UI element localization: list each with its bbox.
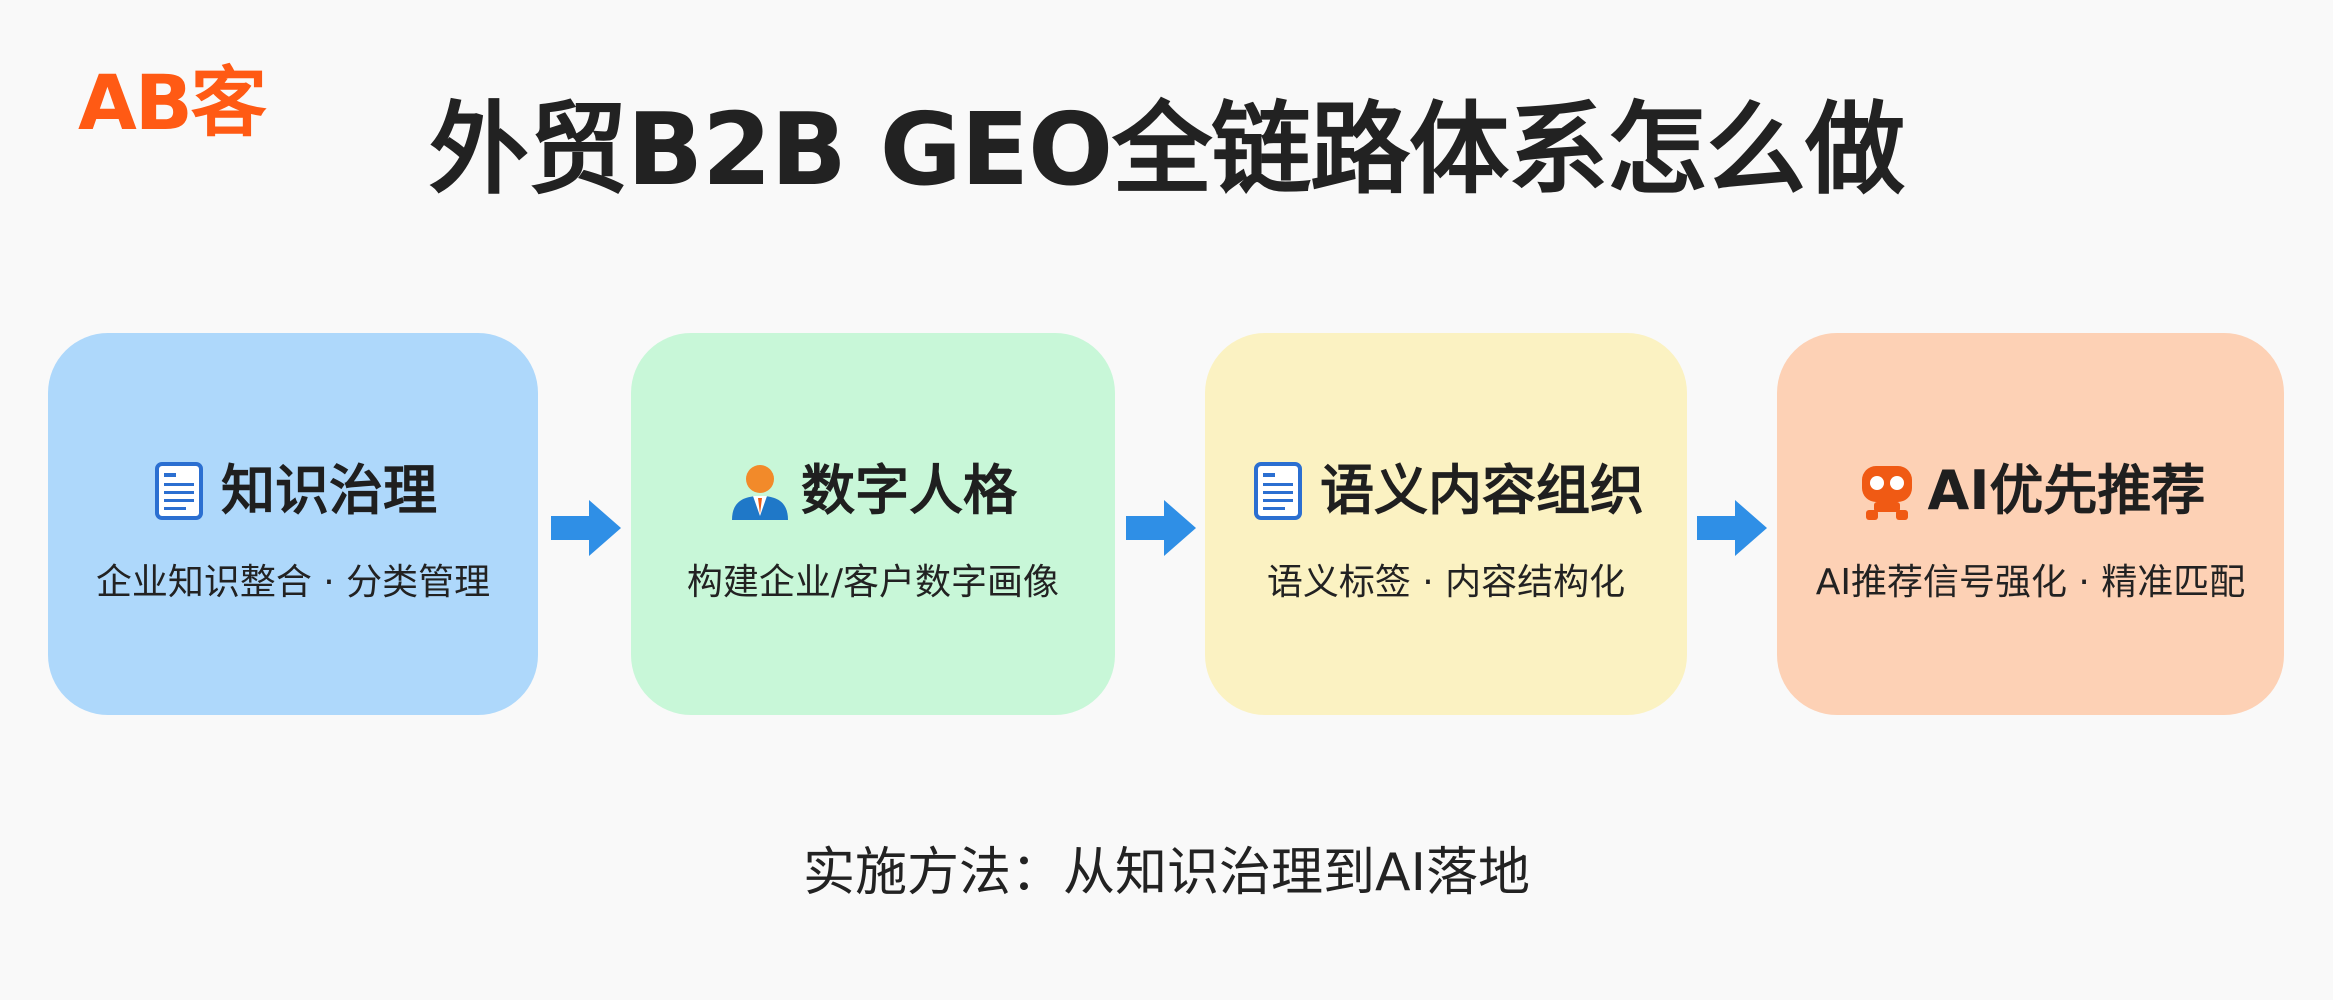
arrow-right-icon <box>1126 498 1198 558</box>
step-title: AI优先推荐 <box>1927 459 2206 522</box>
document-icon <box>149 460 211 522</box>
robot-icon <box>1856 460 1918 522</box>
step-title: 知识治理 <box>221 459 437 522</box>
document-icon <box>1248 460 1310 522</box>
arrow-right-icon <box>551 498 623 558</box>
step-description: AI推荐信号强化 · 精准匹配 <box>1815 562 2246 603</box>
user-icon <box>729 460 791 522</box>
step-card-knowledge: 知识治理 企业知识整合 · 分类管理 <box>48 333 538 715</box>
footer-caption: 实施方法：从知识治理到AI落地 <box>803 843 1530 903</box>
step-card-semantic: 语义内容组织 语义标签 · 内容结构化 <box>1205 333 1687 715</box>
step-title: 数字人格 <box>801 459 1017 522</box>
page-title: 外贸B2B GEO全链路体系怎么做 <box>428 91 1905 208</box>
step-title: 语义内容组织 <box>1320 459 1644 522</box>
step-description: 语义标签 · 内容结构化 <box>1266 562 1626 603</box>
step-description: 企业知识整合 · 分类管理 <box>95 562 491 603</box>
logo: AB客 <box>78 58 267 147</box>
step-description: 构建企业/客户数字画像 <box>686 562 1060 603</box>
step-card-ai: AI优先推荐 AI推荐信号强化 · 精准匹配 <box>1777 333 2284 715</box>
step-card-persona: 数字人格 构建企业/客户数字画像 <box>631 333 1115 715</box>
arrow-right-icon <box>1697 498 1769 558</box>
